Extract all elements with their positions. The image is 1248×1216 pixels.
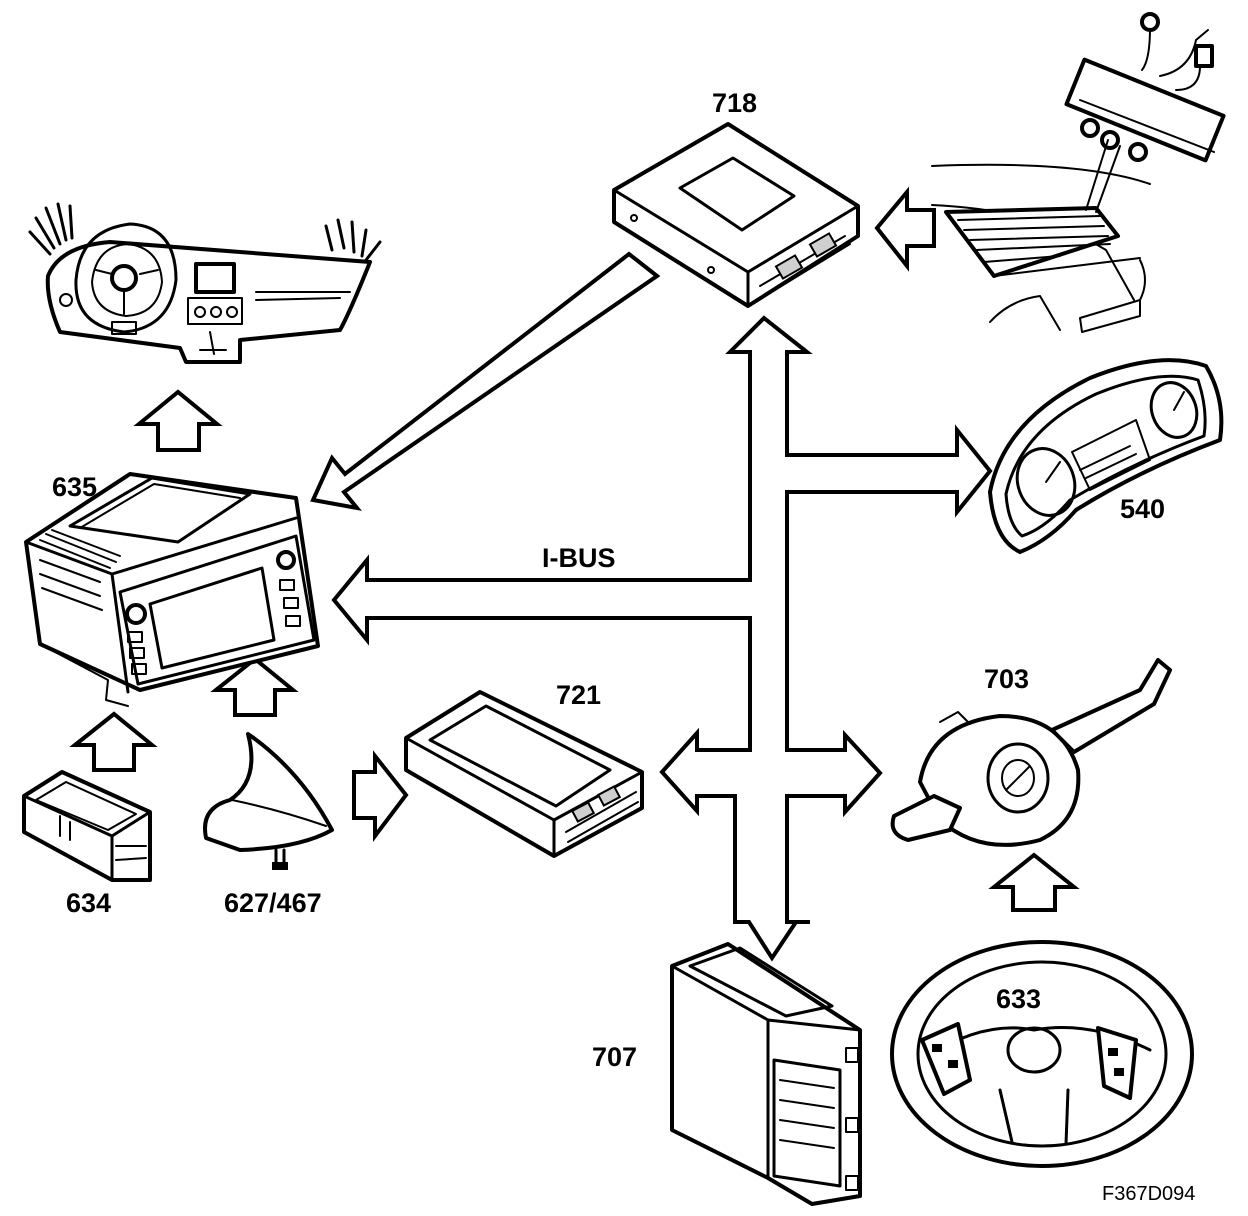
rear-camera-assembly — [931, 12, 1226, 333]
figure-id: F367D094 — [1102, 1183, 1195, 1205]
steering-switch-703 — [890, 658, 1172, 847]
arrow-antenna-to-721 — [352, 750, 409, 842]
module-707 — [670, 942, 862, 1206]
label-703: 703 — [984, 664, 1029, 694]
label-635: 635 — [52, 472, 97, 502]
label-721: 721 — [556, 680, 601, 710]
label-634: 634 — [66, 888, 111, 918]
steering-wheel-633 — [890, 940, 1194, 1168]
switch-pack-634 — [22, 770, 152, 882]
label-540: 540 — [1120, 494, 1165, 524]
i-bus-network — [331, 315, 993, 962]
label-633: 633 — [996, 984, 1041, 1014]
antenna-627-467 — [203, 732, 334, 870]
label-627-467: 627/467 — [224, 888, 322, 918]
arrow-633-to-703 — [988, 852, 1080, 912]
arrow-635-to-dashboard — [133, 389, 223, 452]
module-721 — [404, 690, 644, 858]
label-i-bus: I-BUS — [542, 543, 616, 573]
instrument-cluster-540 — [988, 358, 1224, 554]
arrow-camera-to-718 — [874, 186, 936, 272]
radio-unit-635 — [24, 472, 320, 707]
arrow-634-to-635 — [69, 711, 158, 772]
arrow-antenna-to-635 — [210, 656, 299, 717]
module-718 — [612, 122, 860, 308]
labels: 718 635 540 I-BUS 703 721 634 627/467 63… — [52, 88, 1195, 1205]
label-718: 718 — [712, 88, 757, 118]
arrow-718-to-635 — [310, 251, 661, 511]
label-707: 707 — [592, 1042, 637, 1072]
dashboard — [28, 202, 382, 364]
i-bus-outline — [331, 315, 993, 962]
